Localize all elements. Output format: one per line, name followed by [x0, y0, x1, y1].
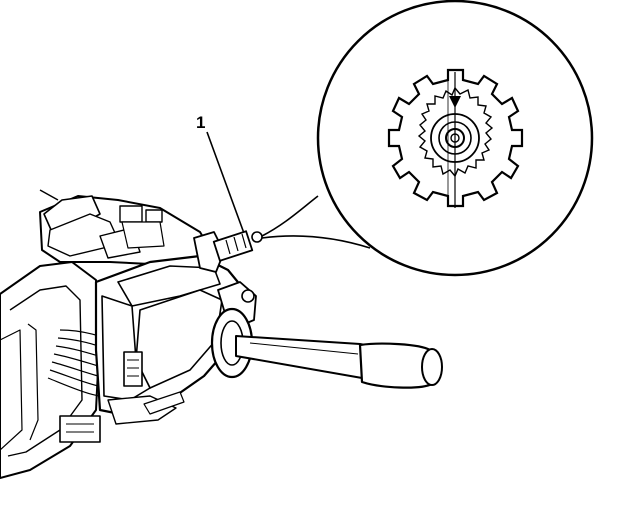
- leader-upper: [261, 195, 319, 237]
- lever-mount-pivot: [241, 289, 255, 303]
- alignment-arrow: [449, 96, 461, 108]
- sensor-assembly: [193, 230, 263, 273]
- harness-connector: [59, 415, 101, 443]
- callout-1-leader: [206, 131, 246, 237]
- column-tube-left-inner: [7, 285, 83, 457]
- column-tube-rib: [27, 323, 39, 441]
- sensor-tip: [251, 231, 263, 243]
- bracket-tab: [119, 205, 143, 223]
- column-tube-rib-2: [0, 329, 23, 451]
- callout-1-label: 1: [196, 113, 206, 132]
- steering-column-assembly: [0, 189, 443, 479]
- lever-highlight: [249, 342, 359, 355]
- detail-leaders: [261, 195, 371, 249]
- sensor-body: [212, 230, 254, 262]
- sensor-ridge-3: [241, 233, 247, 249]
- bracket-tab-2: [145, 209, 163, 223]
- lever-knob-end: [421, 348, 443, 386]
- module-lower-clip-2: [143, 391, 185, 415]
- sensor-ridge-2: [233, 236, 239, 252]
- wire-stub: [39, 189, 59, 201]
- switch-connector: [121, 221, 165, 249]
- reluctor-ring-outer: [387, 68, 524, 208]
- detail-view: [316, 0, 594, 277]
- sensor-ridge: [225, 239, 231, 255]
- module-latch: [123, 351, 143, 387]
- leader-lower: [261, 235, 371, 249]
